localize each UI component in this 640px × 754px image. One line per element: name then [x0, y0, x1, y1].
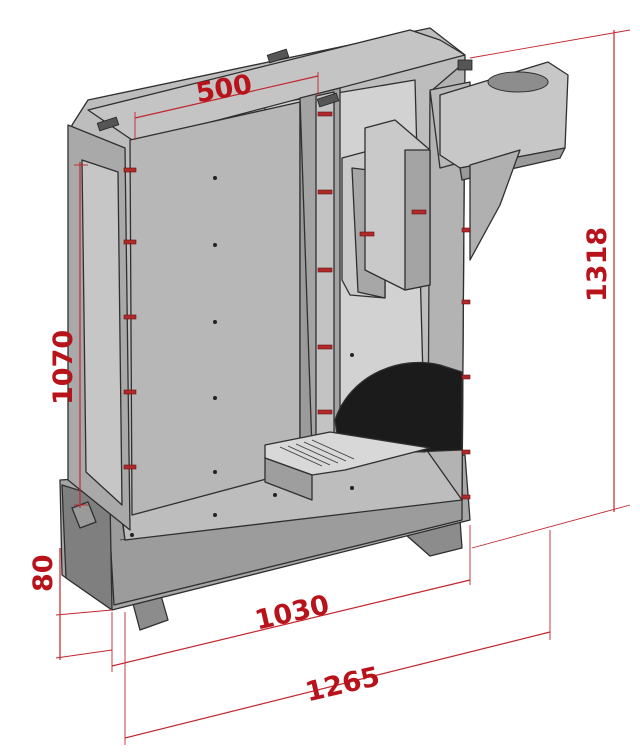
bolt [213, 243, 217, 247]
bolt [350, 486, 354, 490]
clip [123, 464, 137, 470]
dimension-label-1070: 1070 [48, 330, 79, 405]
partition-box-2-side [404, 149, 431, 291]
grate-front [264, 457, 313, 501]
dimension-label-80: 80 [28, 554, 59, 592]
clip [461, 227, 471, 233]
hinge-right [316, 92, 340, 108]
bolt [213, 470, 217, 474]
clip [317, 344, 333, 350]
clip [123, 239, 137, 245]
flue-opening [487, 71, 549, 93]
hinge-left [96, 116, 120, 132]
clip [461, 494, 471, 500]
bolt [213, 176, 217, 180]
partition-boxes [341, 119, 431, 299]
panel-bolts [130, 176, 354, 537]
fuel-pile [334, 361, 463, 456]
bolt [273, 493, 277, 497]
dimension-label-1030: 1030 [252, 589, 332, 636]
bolt [130, 533, 134, 537]
clip [317, 267, 333, 273]
grate [264, 431, 431, 501]
dimension-1070: 1070 [48, 162, 88, 508]
clip [317, 409, 333, 415]
chimney-brace [469, 149, 521, 261]
clip [359, 231, 375, 237]
panel-clips [123, 111, 471, 500]
dimension-80: 80 [28, 548, 113, 660]
bolt [350, 353, 354, 357]
bolt [213, 513, 217, 517]
hinge-chimney [457, 59, 473, 71]
dimension-1318: 1318 [469, 29, 631, 549]
clip [461, 299, 471, 305]
hinge-mid [266, 48, 290, 64]
clip [461, 449, 471, 455]
clip [123, 389, 137, 395]
chimney-assembly [429, 61, 569, 261]
clip [317, 111, 333, 117]
left-handle [71, 501, 97, 529]
tank-left-wall-inner [81, 159, 123, 506]
dimension-label-1318: 1318 [582, 227, 613, 302]
dimension-label-1265: 1265 [303, 661, 383, 708]
clip [123, 167, 137, 173]
clip [317, 189, 333, 195]
bolt [213, 320, 217, 324]
bolt [213, 396, 217, 400]
clip [411, 209, 427, 215]
clip [123, 314, 137, 320]
top-hinges [96, 48, 473, 132]
clip [461, 374, 471, 380]
grate-bars [279, 439, 355, 467]
